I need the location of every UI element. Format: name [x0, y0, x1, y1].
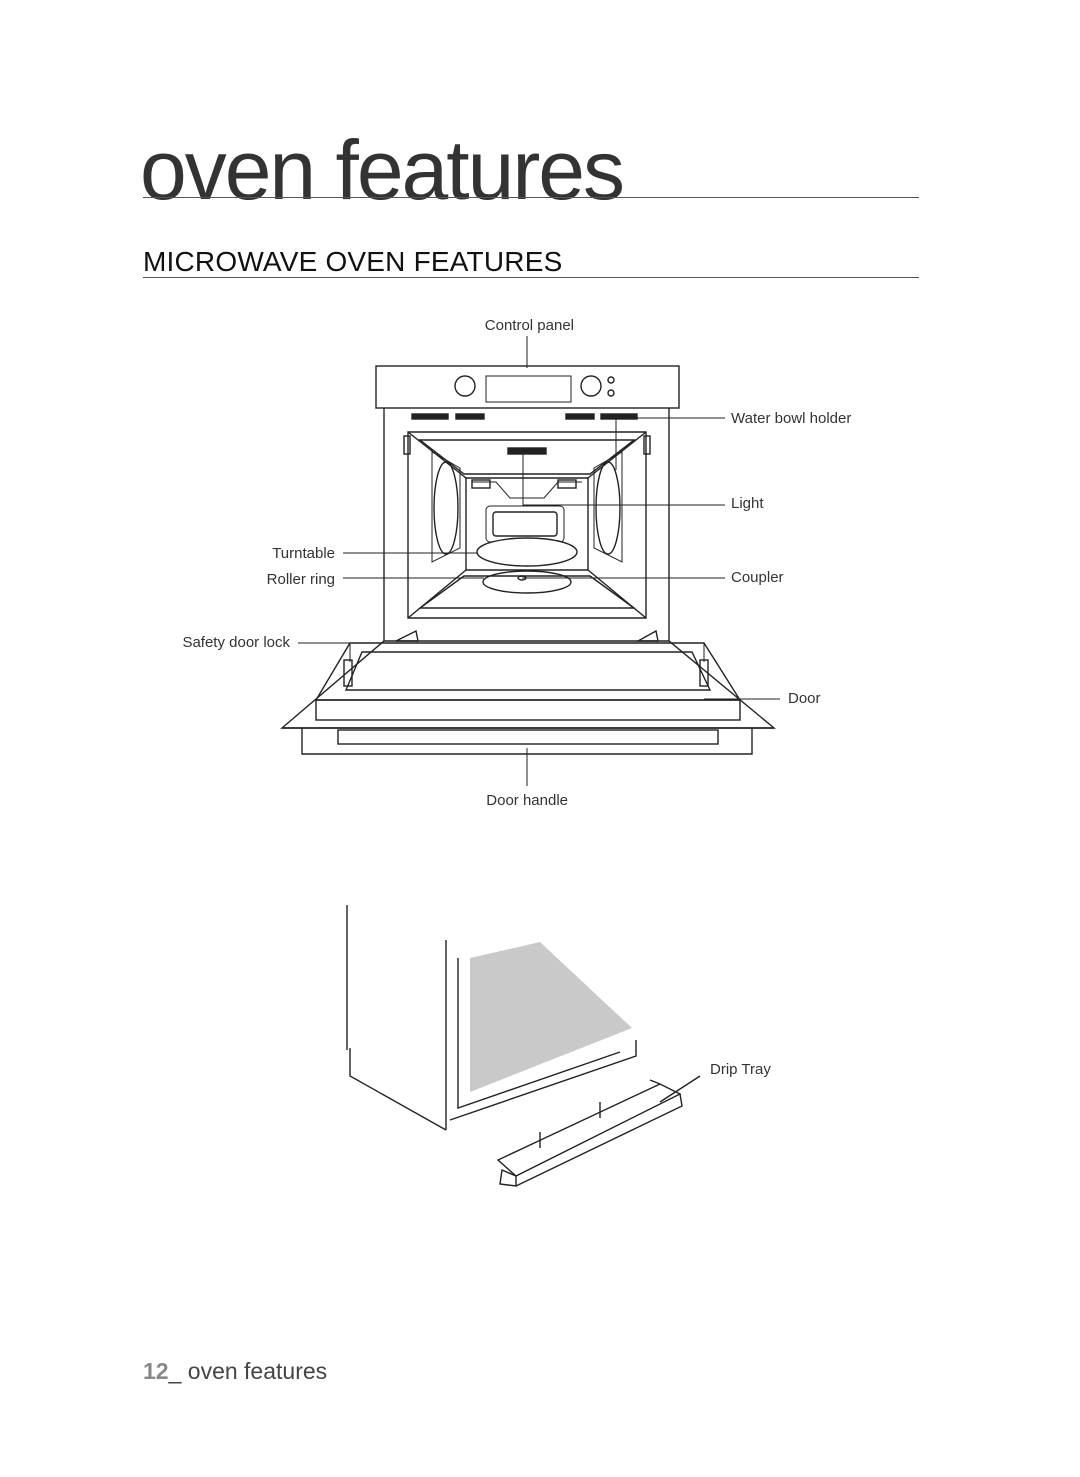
left-knob	[454, 375, 476, 397]
page-footer: 12_ oven features	[143, 1358, 327, 1385]
section-title: MICROWAVE OVEN FEATURES	[143, 246, 563, 277]
label-safety-door-lock: Safety door lock	[182, 634, 290, 651]
chapter-rule	[143, 197, 919, 198]
section-rule	[143, 277, 919, 278]
label-turntable: Turntable	[272, 545, 335, 562]
button-bottom	[607, 389, 615, 397]
drip-area	[470, 942, 632, 1092]
footer-separator: _	[168, 1358, 188, 1384]
footer-text: oven features	[187, 1358, 328, 1384]
chapter-title: oven features	[140, 123, 625, 217]
light-leader	[522, 452, 725, 506]
right-knob	[580, 375, 602, 397]
label-water-bowl-holder: Water bowl holder	[731, 410, 852, 427]
label-roller-ring: Roller ring	[266, 571, 335, 588]
label-control-panel: Control panel	[484, 317, 574, 334]
water-bowl-leader	[615, 417, 725, 470]
label-light: Light	[731, 495, 764, 512]
safety-lock-leader	[298, 642, 351, 662]
button-top	[607, 376, 615, 384]
label-door: Door	[788, 690, 821, 707]
label-coupler: Coupler	[731, 569, 784, 586]
display-window	[485, 375, 572, 403]
page-number: 12	[143, 1358, 169, 1384]
label-door-handle: Door handle	[486, 792, 568, 809]
label-drip-tray: Drip Tray	[710, 1061, 771, 1078]
